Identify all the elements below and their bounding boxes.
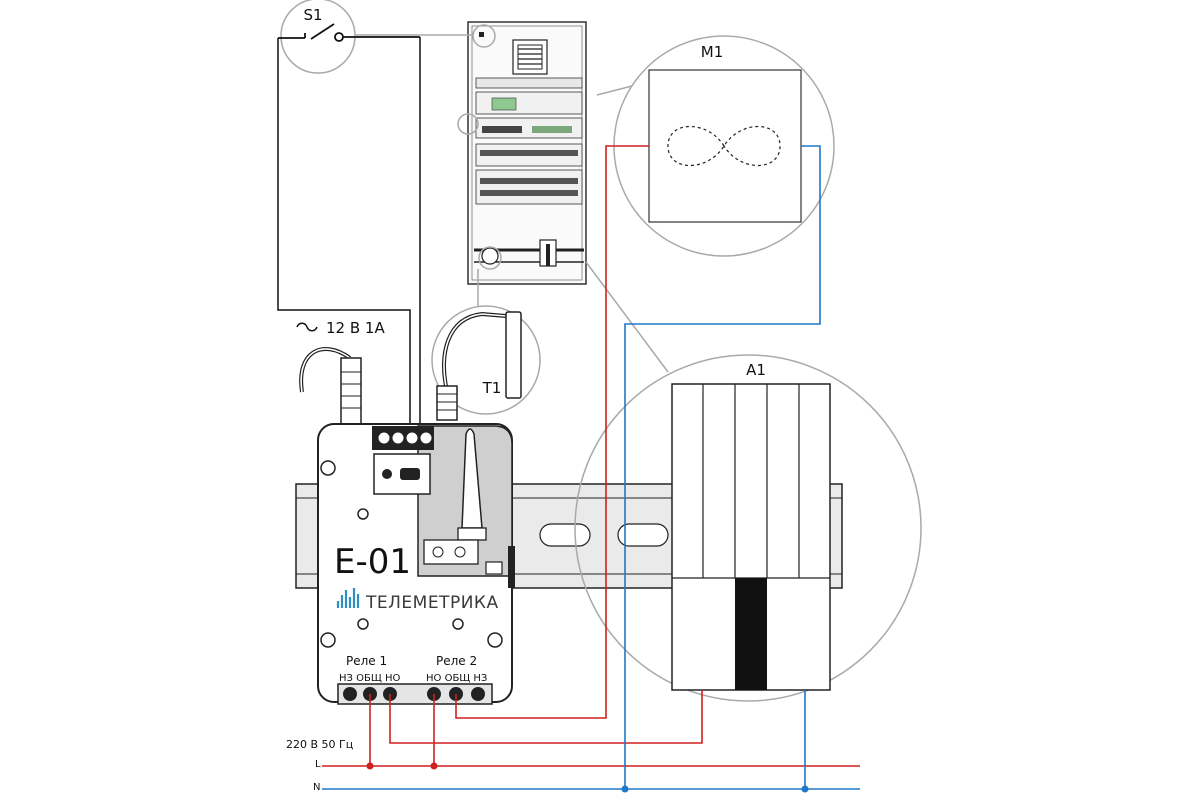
temperature-probe-icon xyxy=(436,311,522,421)
motor-label: M1 xyxy=(701,43,724,61)
relay1-contacts: НЗ ОБЩ НО xyxy=(339,673,400,684)
terminal-block-top xyxy=(372,426,434,450)
relay1-label: Реле 1 xyxy=(346,654,387,668)
brand-logo-icon xyxy=(336,588,360,608)
antenna-icon xyxy=(423,428,487,565)
motor-frame xyxy=(648,69,802,223)
switch-icon xyxy=(278,23,420,42)
temperature-sensor-t1: T1 xyxy=(436,311,522,421)
control-wiring xyxy=(277,37,421,430)
side-clip xyxy=(508,546,515,588)
motor-symbol xyxy=(667,125,781,167)
sensor-label: T1 xyxy=(482,379,502,397)
power-supply: 12 В 1А xyxy=(296,319,385,425)
mains-label: 220 В 50 Гц xyxy=(286,738,353,751)
relay2-label: Реле 2 xyxy=(436,654,477,668)
contactor-label: A1 xyxy=(746,361,766,379)
line-label: L xyxy=(315,759,321,770)
relay2-contacts: НО ОБЩ НЗ xyxy=(426,673,487,684)
neutral-wiring xyxy=(322,145,860,790)
contactor-a1: A1 xyxy=(671,361,831,691)
device-model: E-01 xyxy=(334,542,411,582)
motor-m1: M1 xyxy=(648,43,802,223)
device-e01: E-01 ТЕЛЕМЕТРИКА Реле 1 Реле 2 НЗ ОБЩ НО… xyxy=(317,423,515,705)
neutral-label: N xyxy=(313,782,320,793)
brand-name: ТЕЛЕМЕТРИКА xyxy=(365,593,499,613)
fan-icon xyxy=(512,39,548,75)
contactor-handle xyxy=(735,578,767,690)
switch-label: S1 xyxy=(303,6,322,24)
ac-symbol xyxy=(296,322,318,332)
usb-port-icon xyxy=(373,453,431,495)
server-rack xyxy=(467,21,587,285)
power-supply-label: 12 В 1А xyxy=(326,319,385,337)
relay-terminal-block xyxy=(337,683,493,705)
switch-s1: S1 xyxy=(278,6,420,42)
sim-slot xyxy=(485,561,503,575)
